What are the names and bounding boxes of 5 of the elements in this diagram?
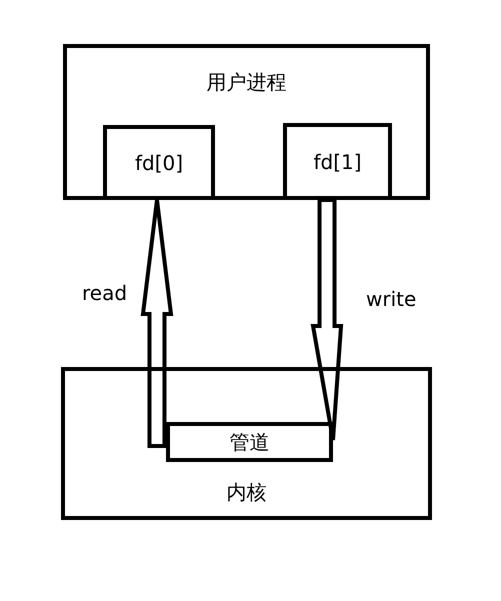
- arrow: [140, 198, 174, 448]
- process-box: 用户进程 fd[0] fd[1]: [63, 44, 430, 200]
- kernel-box: 管道 内核: [61, 367, 432, 520]
- pipe-box: 管道: [166, 422, 333, 462]
- arrow: [310, 198, 344, 442]
